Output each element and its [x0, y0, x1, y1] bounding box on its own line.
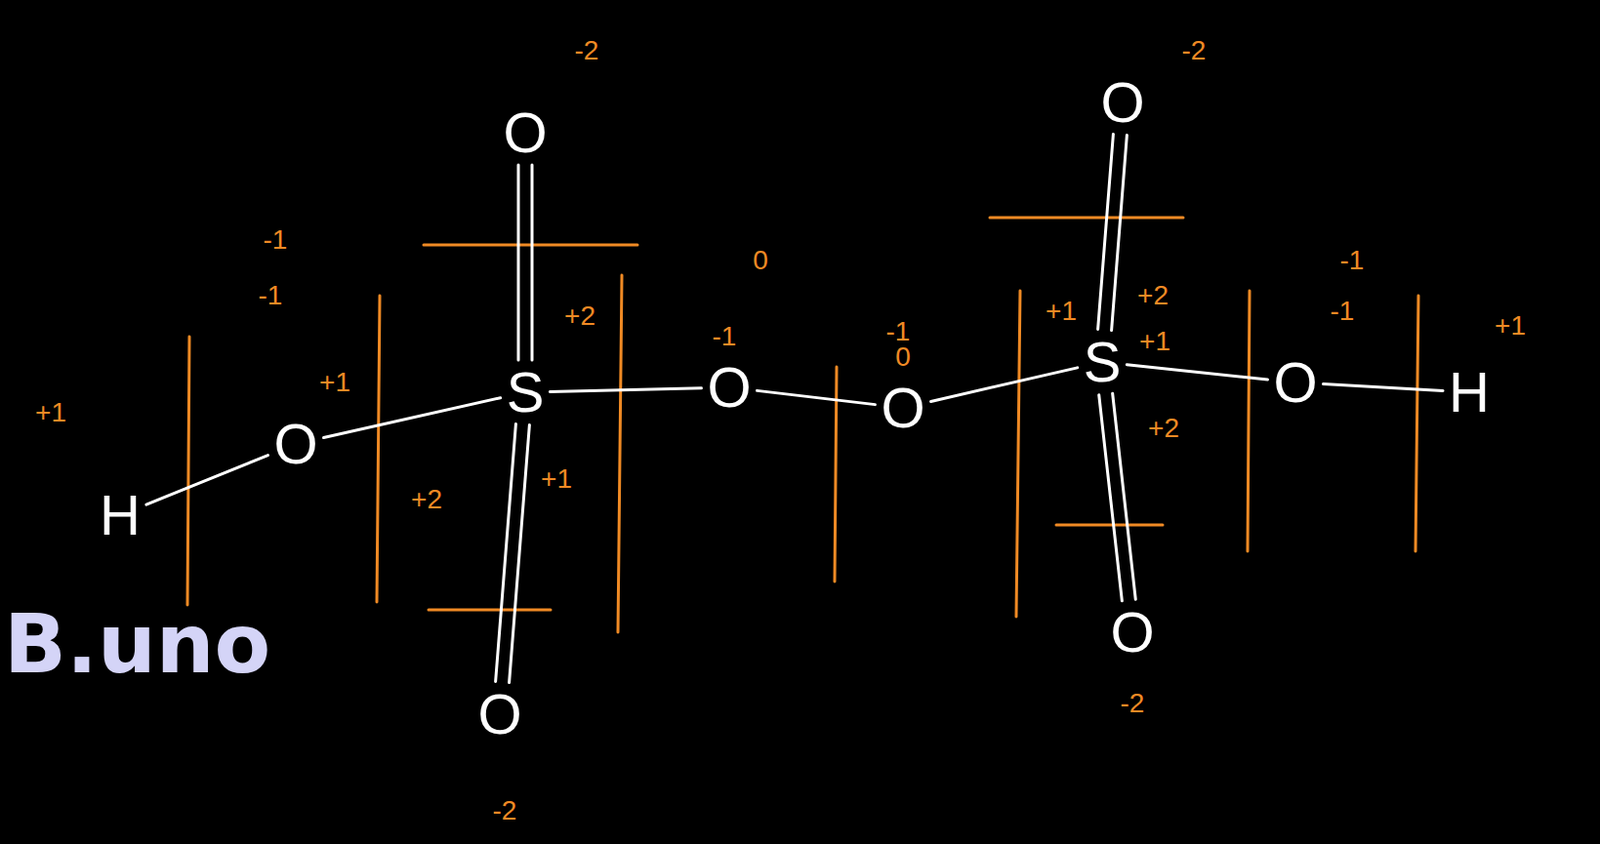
split-line: [1247, 290, 1250, 552]
atom-symbol: S: [1083, 333, 1122, 391]
atom-symbol: O: [273, 415, 318, 473]
oxidation-number: -1: [712, 323, 738, 351]
single-bond: [1126, 365, 1268, 380]
atom: O: [876, 377, 929, 439]
oxidation-number: -2: [1120, 690, 1146, 718]
atom-symbol: S: [506, 364, 545, 421]
atom-symbol: O: [477, 686, 522, 743]
oxidation-number: +2: [410, 486, 443, 514]
oxidation-number: +2: [1148, 414, 1180, 443]
split-line: [187, 336, 190, 606]
oxidation-number: -1: [258, 282, 284, 310]
atom-symbol: O: [502, 104, 547, 162]
oxidation-number: 0: [752, 246, 769, 275]
single-bond: [324, 398, 501, 439]
atom-symbol: O: [1100, 74, 1145, 131]
split-line: [1016, 290, 1021, 617]
atom: O: [1106, 602, 1158, 663]
atom-symbol: H: [99, 487, 141, 544]
atom: S: [1079, 331, 1126, 393]
double-bond: [1098, 133, 1128, 330]
atom-symbol: O: [706, 359, 751, 416]
single-bond: [146, 455, 268, 505]
single-bond: [1323, 384, 1443, 392]
oxidation-number: -1: [886, 318, 911, 346]
single-bond: [549, 388, 701, 393]
split-line: [376, 295, 380, 603]
atom: O: [498, 102, 551, 164]
oxidation-number: 0: [895, 343, 911, 371]
oxidation-number: +1: [35, 399, 67, 427]
atom-symbol: O: [1272, 354, 1317, 411]
oxidation-number: -2: [1182, 37, 1207, 65]
split-line: [989, 216, 1184, 220]
oxidation-number: -1: [1340, 246, 1365, 275]
double-bond: [518, 164, 533, 361]
split-line: [428, 609, 551, 613]
split-line: [1415, 295, 1419, 552]
atom: O: [1269, 352, 1321, 413]
atom-symbol: H: [1448, 364, 1490, 421]
oxidation-number: -1: [263, 226, 288, 254]
atom: H: [95, 485, 145, 546]
atom-symbol: O: [1109, 604, 1154, 661]
atom: S: [502, 362, 549, 423]
atom: O: [702, 357, 755, 418]
oxidation-number: -1: [1330, 297, 1355, 326]
atom-symbol: O: [880, 379, 925, 437]
atom: H: [1444, 362, 1494, 423]
atom: O: [269, 413, 322, 475]
oxidation-number: -2: [492, 797, 518, 825]
oxidation-number: +1: [1139, 328, 1171, 356]
double-bond: [495, 423, 531, 683]
split-line: [617, 275, 622, 633]
oxidation-number: +1: [1045, 297, 1077, 326]
oxidation-number: +2: [564, 302, 596, 330]
oxidation-number: -2: [574, 37, 600, 65]
split-line: [1056, 524, 1163, 528]
watermark: B.uno: [3, 603, 271, 686]
double-bond: [1099, 393, 1137, 602]
single-bond: [931, 368, 1078, 403]
oxidation-number: +1: [319, 369, 351, 397]
oxidation-number: +2: [1137, 282, 1169, 310]
oxidation-number: +1: [540, 465, 573, 493]
atom: O: [1096, 72, 1149, 133]
atom: O: [473, 684, 526, 745]
single-bond: [757, 390, 876, 405]
oxidation-number: +1: [1494, 312, 1526, 340]
